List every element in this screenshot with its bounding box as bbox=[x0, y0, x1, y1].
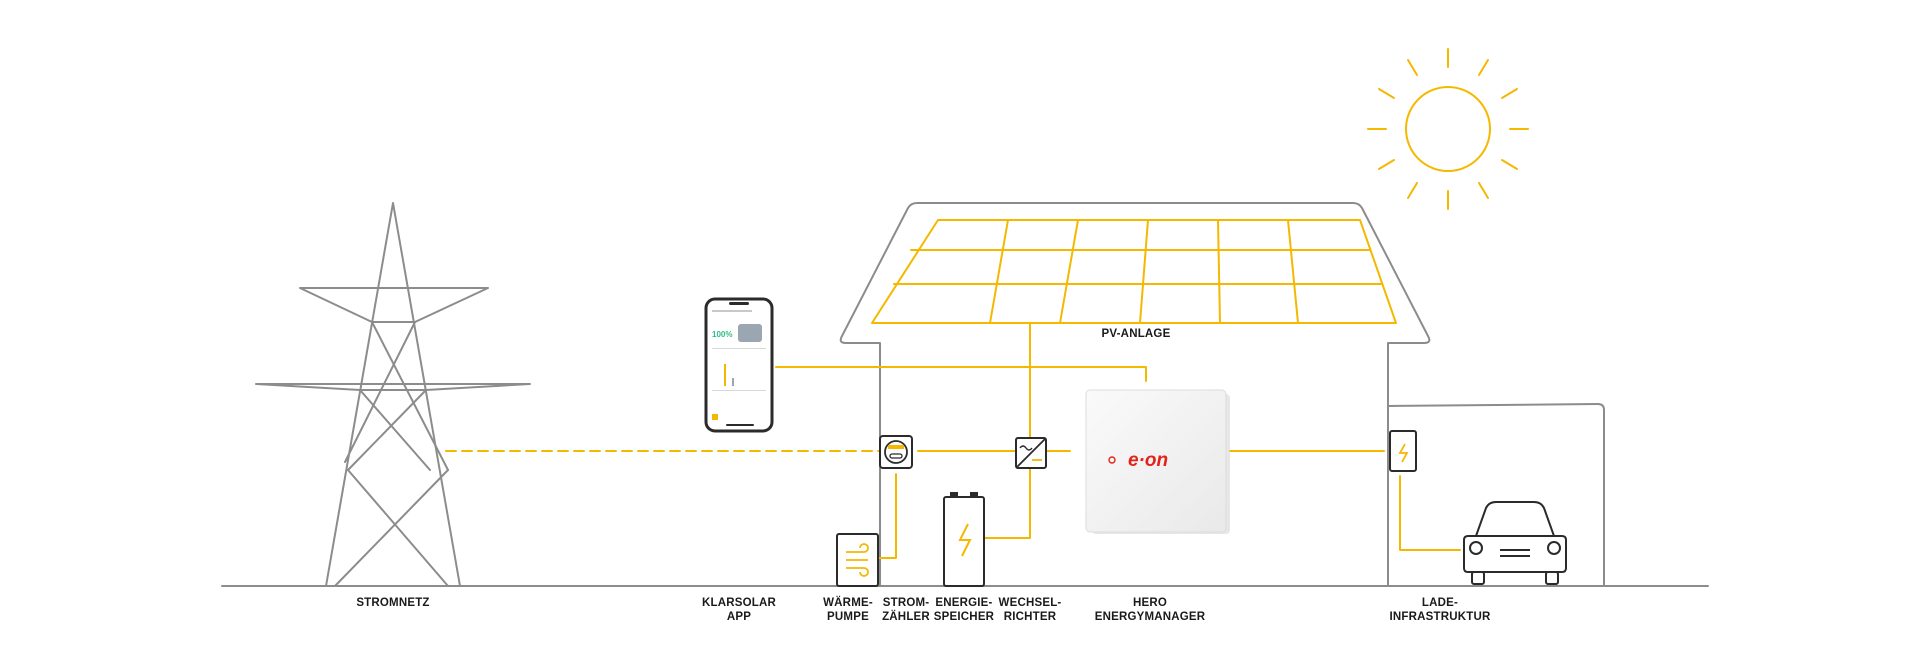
label-ladeinfrastruktur-1: LADE- bbox=[1422, 597, 1458, 609]
sun-icon bbox=[1367, 48, 1529, 210]
power-led-icon bbox=[1108, 456, 1116, 464]
eon-logo: e·on bbox=[1128, 450, 1168, 471]
app-percentage: 100% bbox=[712, 330, 732, 339]
inverter-icon bbox=[1015, 437, 1047, 469]
car-icon bbox=[1463, 501, 1567, 585]
label-stromzaehler-1: STROM- bbox=[883, 597, 930, 609]
heat-pump-icon bbox=[836, 533, 879, 587]
label-klarsolar-app-2: APP bbox=[727, 611, 751, 623]
garage-outline bbox=[1387, 403, 1605, 587]
label-wechselrichter-2: RICHTER bbox=[1004, 611, 1057, 623]
meter-icon bbox=[879, 435, 913, 469]
label-klarsolar-app-1: KLARSOLAR bbox=[702, 597, 776, 609]
house-outline bbox=[839, 202, 1431, 587]
label-wechselrichter-1: WECHSEL- bbox=[999, 597, 1062, 609]
hero-energymanager: e·on bbox=[1085, 389, 1230, 534]
pylon-icon bbox=[255, 202, 531, 587]
solar-panel bbox=[871, 219, 1397, 324]
battery-icon bbox=[943, 492, 985, 587]
label-waermepumpe-2: PUMPE bbox=[827, 611, 869, 623]
label-stromzaehler-2: ZÄHLER bbox=[882, 610, 930, 623]
smartphone-icon: 100% bbox=[704, 297, 774, 433]
label-stromnetz: STROMNETZ bbox=[356, 597, 429, 609]
label-waermepumpe-1: WÄRME- bbox=[823, 596, 873, 609]
connection-lines bbox=[775, 323, 1461, 559]
label-energiespeicher-1: ENERGIE- bbox=[935, 597, 992, 609]
label-hero-2: ENERGYMANAGER bbox=[1095, 611, 1206, 623]
label-hero-1: HERO bbox=[1133, 597, 1167, 609]
label-ladeinfrastruktur-2: INFRASTRUKTUR bbox=[1390, 611, 1491, 623]
wallbox-icon bbox=[1389, 430, 1417, 472]
pv-label: PV-ANLAGE bbox=[1102, 328, 1171, 340]
component-labels: STROMNETZ KLARSOLAR APP WÄRME- PUMPE STR… bbox=[356, 596, 1491, 623]
label-energiespeicher-2: SPEICHER bbox=[934, 611, 995, 623]
